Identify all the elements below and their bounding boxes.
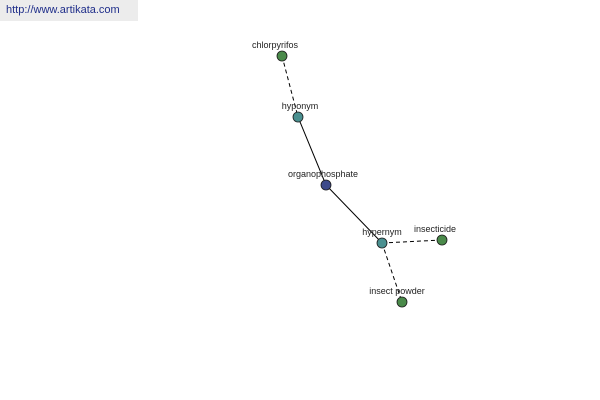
node-hyponym[interactable]: hyponym — [282, 101, 319, 123]
node-dot-chlorpyrifos[interactable] — [276, 50, 288, 62]
edge-hyponym-to-organophosphate — [297, 116, 327, 186]
edge-hypernym-to-insecticide — [381, 239, 443, 244]
node-label-hyponym[interactable]: hyponym — [282, 101, 319, 111]
node-dot-hypernym[interactable] — [376, 237, 388, 249]
node-dot-hyponym[interactable] — [292, 111, 304, 123]
nodes-layer: chlorpyrifos hyponym organophosphate hypern… — [252, 40, 456, 308]
url-banner: http://www.artikata.com — [0, 0, 138, 21]
node-insect-powder[interactable]: insect powder — [369, 286, 425, 308]
node-organophosphate[interactable]: organophosphate — [288, 169, 358, 191]
node-label-organophosphate[interactable]: organophosphate — [288, 169, 358, 179]
node-label-hypernym[interactable]: hypernym — [362, 227, 402, 237]
node-label-insecticide[interactable]: insecticide — [414, 224, 456, 234]
node-insecticide[interactable]: insecticide — [414, 224, 456, 246]
node-label-chlorpyrifos[interactable]: chlorpyrifos — [252, 40, 299, 50]
node-dot-insecticide[interactable] — [436, 234, 448, 246]
node-hypernym[interactable]: hypernym — [362, 227, 402, 249]
node-dot-organophosphate[interactable] — [320, 179, 332, 191]
node-label-insect-powder[interactable]: insect powder — [369, 286, 425, 296]
node-chlorpyrifos[interactable]: chlorpyrifos — [252, 40, 299, 62]
site-url-link[interactable]: http://www.artikata.com — [6, 4, 120, 16]
edges-layer — [281, 55, 443, 303]
edge-chlorpyrifos-to-hyponym — [281, 55, 299, 118]
node-dot-insect-powder[interactable] — [396, 296, 408, 308]
edge-organophosphate-to-hypernym — [325, 184, 383, 244]
edge-hypernym-to-insect-powder — [381, 242, 403, 303]
